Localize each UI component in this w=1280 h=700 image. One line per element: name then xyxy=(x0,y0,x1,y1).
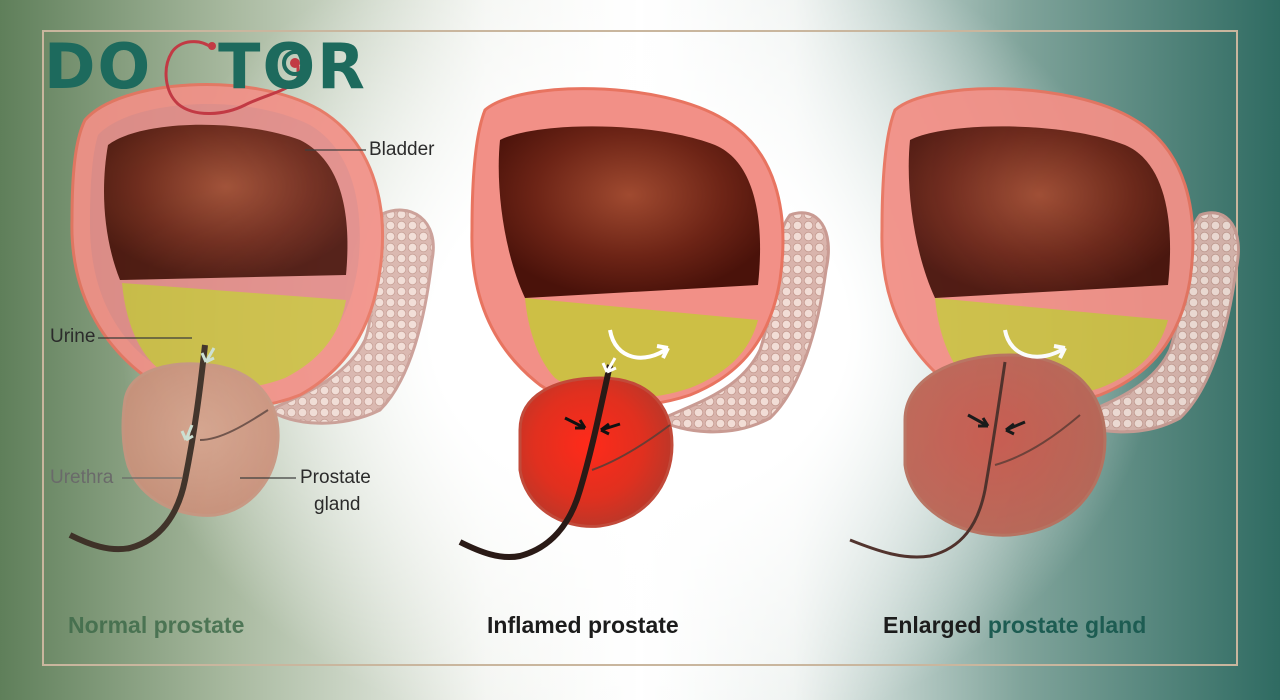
label-prostate-gland-1: Prostate xyxy=(300,467,371,488)
urethra-enlarged xyxy=(849,361,1007,559)
logo-text-right: TOR xyxy=(218,29,367,103)
caption-enlarged: Enlarged prostate gland xyxy=(883,612,1146,639)
seminal-vesicle-normal xyxy=(267,208,435,425)
bladder-cavity-normal xyxy=(104,124,348,280)
urethra-inflamed xyxy=(458,364,613,560)
label-urine: Urine xyxy=(50,326,96,347)
panel-normal xyxy=(68,83,435,553)
urine-normal xyxy=(122,283,346,389)
content-frame xyxy=(42,30,1238,666)
prostate-enlarged xyxy=(903,353,1107,537)
bladder-cavity-inflamed xyxy=(498,126,761,298)
caption-inflamed: Inflamed prostate xyxy=(487,612,679,638)
panel-enlarged xyxy=(849,87,1240,559)
bladder-cavity-enlarged xyxy=(908,126,1171,298)
caption-enlarged-b: prostate gland xyxy=(987,612,1147,638)
brand-logo[interactable]: DO TOR xyxy=(44,26,367,106)
label-urethra: Urethra xyxy=(50,467,114,488)
prostate-inflamed xyxy=(518,376,674,528)
urine-inflamed xyxy=(525,298,758,399)
caption-enlarged-a: Enlarged xyxy=(883,612,988,638)
label-prostate-gland-2: gland xyxy=(314,494,361,515)
panel-inflamed xyxy=(458,87,830,560)
label-bladder: Bladder xyxy=(369,139,435,160)
stethoscope-icon xyxy=(164,40,308,115)
caption-normal: Normal prostate xyxy=(68,612,245,638)
logo-text-left: DO xyxy=(44,29,153,103)
urethra-normal xyxy=(68,344,208,553)
